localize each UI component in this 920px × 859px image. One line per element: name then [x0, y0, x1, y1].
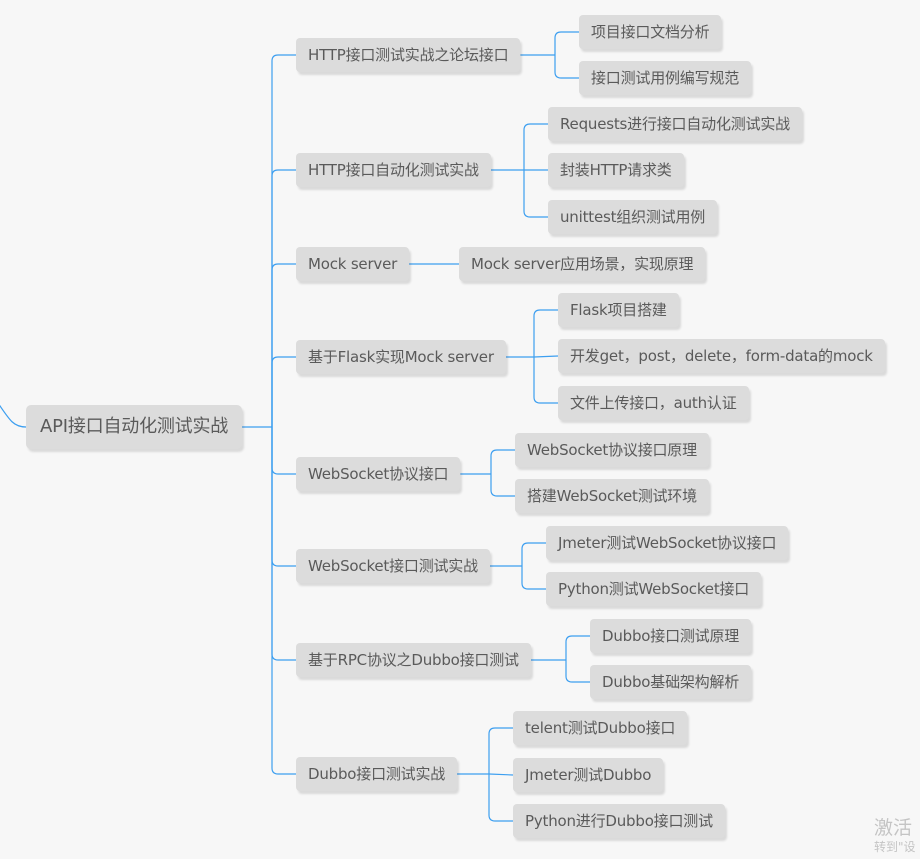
leaf-topic[interactable]: 封装HTTP请求类 [548, 153, 684, 187]
branch-leaf-line [533, 355, 559, 358]
branch-leaf-line [490, 474, 515, 497]
leaf-topic[interactable]: 文件上传接口，auth认证 [558, 386, 749, 420]
branch-leaf-line [521, 566, 546, 590]
leaf-topic[interactable]: Python测试WebSocket接口 [546, 572, 762, 606]
activation-watermark: 激活 转到"设 [874, 816, 916, 854]
root-branch-line [271, 427, 296, 475]
root-branch-line [271, 356, 296, 427]
root-branch-line [271, 263, 296, 427]
branch-topic[interactable]: Dubbo接口测试实战 [296, 757, 458, 791]
root-branch-line [271, 427, 296, 567]
root-topic[interactable]: API接口自动化测试实战 [26, 405, 243, 449]
leaf-topic[interactable]: telent测试Dubbo接口 [513, 711, 688, 745]
branch-leaf-line [533, 357, 558, 404]
branch-leaf-line [490, 449, 515, 474]
leaf-topic[interactable]: 项目接口文档分析 [579, 15, 722, 49]
leaf-topic[interactable]: Jmeter测试Dubbo [513, 758, 664, 792]
branch-leaf-line [488, 727, 513, 774]
branch-leaf-line [488, 774, 513, 822]
root-branch-line [271, 427, 296, 661]
branch-leaf-line [523, 123, 548, 170]
branch-topic[interactable]: WebSocket接口测试实战 [296, 549, 490, 583]
branch-topic[interactable]: HTTP接口自动化测试实战 [296, 153, 491, 187]
branch-leaf-line [488, 773, 514, 776]
branch-leaf-line [554, 55, 579, 79]
branch-leaf-line [565, 635, 590, 660]
root-incoming-line [0, 404, 27, 428]
branch-leaf-line [554, 31, 579, 55]
branch-leaf-line [523, 170, 548, 218]
leaf-topic[interactable]: WebSocket协议接口原理 [515, 433, 709, 467]
watermark-main-text: 激活 [874, 817, 913, 839]
root-branch-line [271, 427, 296, 775]
leaf-topic[interactable]: Jmeter测试WebSocket协议接口 [546, 526, 789, 560]
leaf-topic[interactable]: 接口测试用例编写规范 [579, 61, 752, 95]
leaf-topic[interactable]: Requests进行接口自动化测试实战 [548, 107, 802, 141]
leaf-topic[interactable]: 搭建WebSocket测试环境 [515, 479, 709, 513]
branch-topic[interactable]: HTTP接口测试实战之论坛接口 [296, 38, 521, 72]
branch-topic[interactable]: WebSocket协议接口 [296, 457, 461, 491]
leaf-topic[interactable]: Python进行Dubbo接口测试 [513, 804, 725, 838]
leaf-topic[interactable]: 开发get，post，delete，form-data的mock [558, 339, 885, 373]
root-branch-line [271, 169, 296, 427]
root-branch-line [271, 54, 296, 427]
branch-topic[interactable]: 基于Flask实现Mock server [296, 340, 506, 374]
leaf-topic[interactable]: Mock server应用场景，实现原理 [459, 247, 706, 281]
branch-leaf-line [521, 542, 546, 566]
branch-topic[interactable]: 基于RPC协议之Dubbo接口测试 [296, 643, 531, 677]
branch-leaf-line [533, 309, 558, 357]
leaf-topic[interactable]: Flask项目搭建 [558, 293, 679, 327]
leaf-topic[interactable]: Dubbo接口测试原理 [590, 619, 752, 653]
watermark-sub-text: 转到"设 [874, 840, 916, 854]
branch-topic[interactable]: Mock server [296, 247, 410, 281]
branch-leaf-line [565, 660, 590, 683]
leaf-topic[interactable]: unittest组织测试用例 [548, 200, 718, 234]
leaf-topic[interactable]: Dubbo基础架构解析 [590, 665, 752, 699]
